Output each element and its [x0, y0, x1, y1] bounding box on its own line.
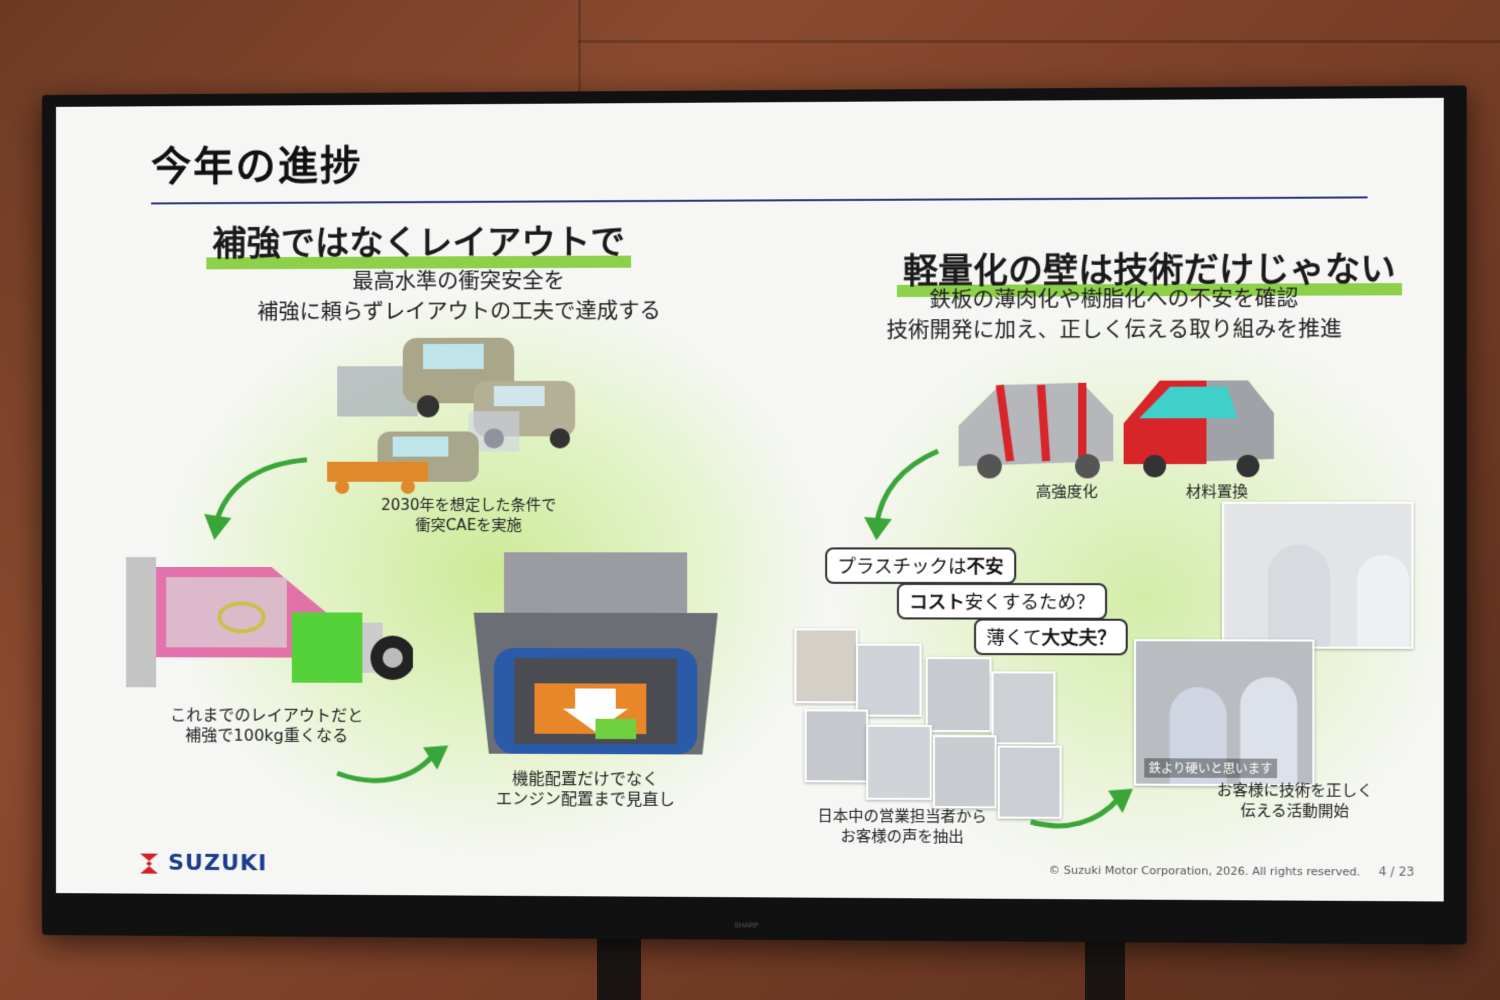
sales-photo	[804, 709, 869, 783]
sales-photo	[925, 656, 992, 733]
speech-bubble-thin: 薄くて大丈夫？	[974, 618, 1129, 656]
sales-photo	[794, 628, 858, 704]
material-replace-body-illustration	[1123, 380, 1274, 478]
caption-engine: 機能配置だけでなく エンジン配置まで見直し	[495, 768, 675, 809]
crash-cae-illustration	[327, 337, 576, 494]
activity-photo: 鉄より硬いと思います	[1133, 639, 1315, 787]
label-high-strength: 高強度化	[1035, 482, 1098, 501]
right-subtitle: 鉄板の薄肉化や樹脂化への不安を確認 技術開発に加え、正しく伝える取り組みを推進	[886, 285, 1342, 342]
caption-cae: 2030年を想定した条件で 衝突CAEを実施	[380, 495, 557, 535]
title-rule	[151, 196, 1368, 205]
speech-bubble-plastic: プラスチックは不安	[825, 547, 1016, 585]
speech-bubble-cost: コスト安くするため？	[896, 582, 1108, 620]
left-heading: 補強ではなくレイアウトで	[206, 214, 632, 270]
wall-seam-vertical	[578, 0, 581, 95]
left-subtitle: 最高水準の衝突安全を 補強に頼らずレイアウトの工夫で達成する	[257, 267, 661, 324]
suzuki-logo: SUZUKI	[136, 851, 267, 876]
monitor: 今年の進捗 補強ではなくレイアウトで 最高水準の衝突安全を 補強に頼らずレイアウ…	[42, 85, 1467, 945]
suzuki-s-icon	[140, 853, 159, 874]
activity-photo	[1222, 501, 1414, 649]
high-strength-body-illustration	[958, 375, 1114, 479]
copyright: © Suzuki Motor Corporation, 2026. All ri…	[1048, 863, 1361, 879]
page-number: 4 / 23	[1378, 864, 1415, 879]
photo-caption: 鉄より硬いと思います	[1144, 758, 1277, 779]
caption-sales: 日本中の営業担当者から お客様の声を抽出	[817, 806, 987, 846]
label-material: 材料置換	[1185, 482, 1248, 501]
caption-activity: お客様に技術を正しく 伝える活動開始	[1216, 780, 1373, 821]
monitor-brand: SHARP	[734, 921, 759, 930]
arrow-curve-down-icon	[204, 452, 317, 541]
body-layout-illustration	[126, 557, 413, 688]
slide-title: 今年の進捗	[151, 143, 363, 191]
arrow-curve-down-icon	[864, 446, 948, 541]
sales-photo	[866, 724, 932, 801]
monitor-stand-left	[597, 930, 641, 1000]
wall-seam-horizontal	[578, 40, 1500, 43]
engine-bay-illustration	[473, 552, 718, 755]
slide: 今年の進捗 補強ではなくレイアウトで 最高水準の衝突安全を 補強に頼らずレイアウ…	[55, 97, 1444, 902]
sales-photo	[991, 671, 1056, 745]
sales-photo	[855, 643, 922, 717]
arrow-curve-right-icon	[1026, 776, 1133, 832]
arrow-curve-right-icon	[332, 733, 449, 789]
sales-photo	[932, 735, 997, 809]
